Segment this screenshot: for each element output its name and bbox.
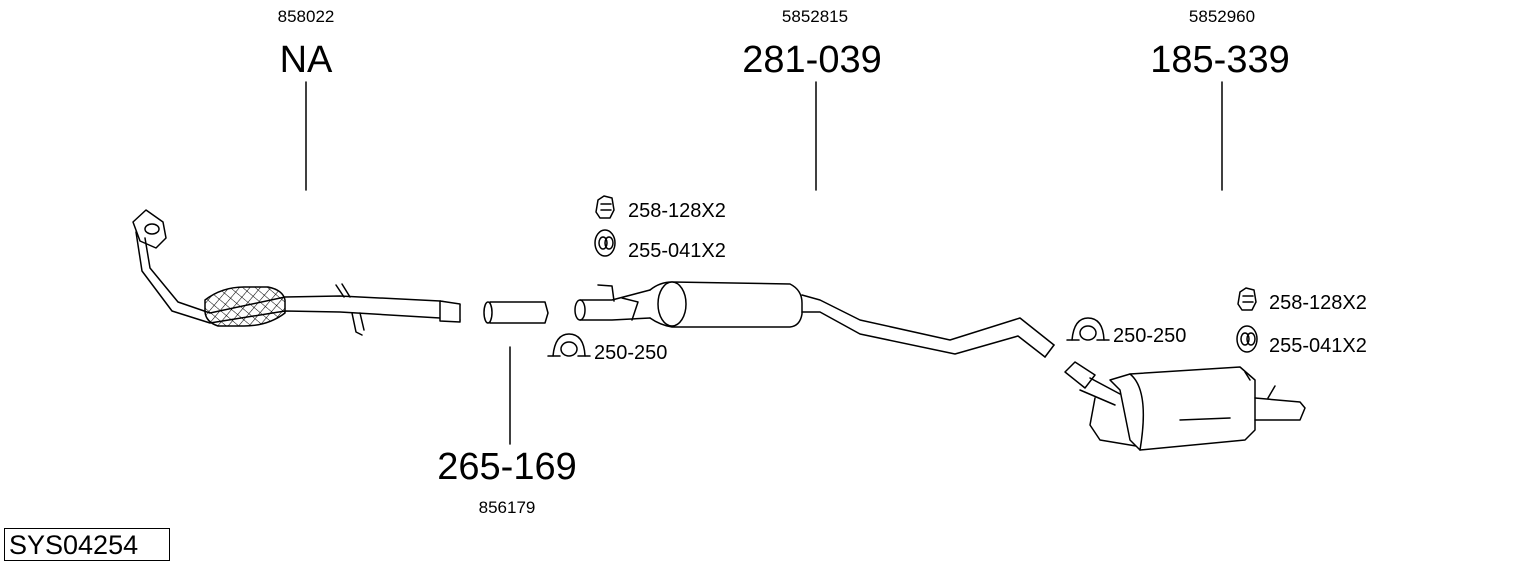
rubber-ring-icon [594,229,616,257]
accessory-label-ring-center: 255-041X2 [628,240,726,262]
rubber-ring-icon [1236,325,1258,353]
accessory-label-ring-rear: 255-041X2 [1269,335,1367,357]
system-code-box: SYS04254 [4,528,170,561]
accessory-label-clamp-rear: 250-250 [1113,325,1187,347]
rubber-hanger-icon [1237,287,1257,311]
part-number-connector-pipe: 265-169 [437,446,577,488]
oem-number-rear-silencer: 5852960 [1188,7,1256,26]
center-silencer [574,281,1055,358]
pipe-clamp-icon [547,333,591,357]
accessory-label-clamp-front: 250-250 [594,342,668,364]
rubber-hanger-icon [595,195,615,219]
accessory-label-hanger-center: 258-128X2 [628,200,726,222]
connector-pipe [483,301,549,324]
oem-number-connector-pipe: 856179 [478,498,536,517]
oem-number-center-silencer: 5852815 [781,7,849,26]
part-number-front-pipe: NA [279,39,333,81]
rear-silencer [1064,361,1306,451]
part-number-rear-silencer: 185-339 [1150,39,1290,81]
front-pipe [132,209,461,336]
pipe-clamp-icon [1066,317,1110,341]
oem-number-front-pipe: 858022 [277,7,335,26]
part-number-center-silencer: 281-039 [742,39,882,81]
accessory-label-hanger-rear: 258-128X2 [1269,292,1367,314]
